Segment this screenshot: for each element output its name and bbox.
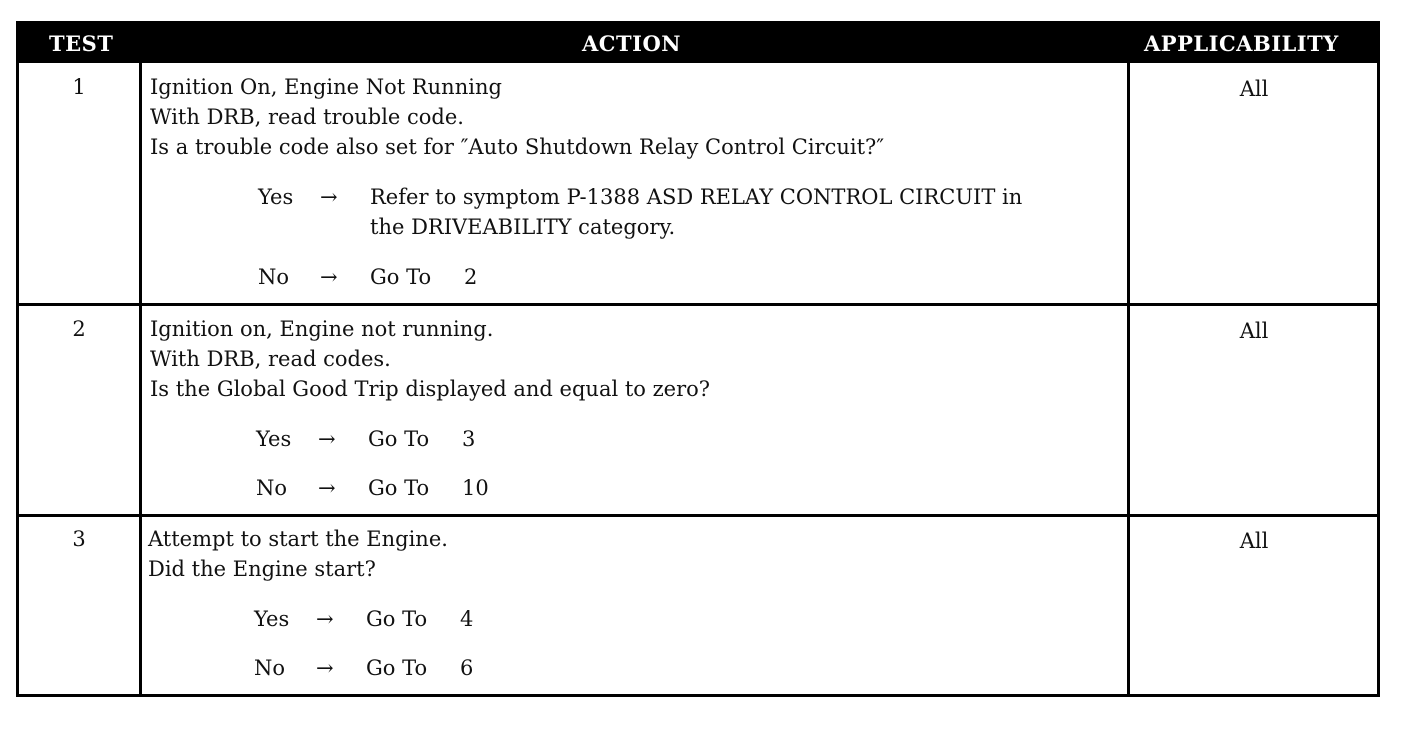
yes-label: Yes <box>254 607 290 631</box>
yes-option: Yes → Refer to symptom P-1388 ASD RELAY … <box>258 182 1138 242</box>
no-label: No <box>254 656 286 680</box>
arrow-icon: → <box>316 607 334 631</box>
test-number: 1 <box>72 75 86 99</box>
action-line: Attempt to start the Engine. <box>148 527 448 551</box>
action-line: Ignition on, Engine not running. <box>150 317 494 341</box>
row-divider-2 <box>19 514 1377 517</box>
table-header: TEST ACTION APPLICABILITY <box>19 24 1377 63</box>
yes-option: Yes → Go To 4 <box>254 604 654 634</box>
action-line: With DRB, read trouble code. <box>150 105 464 129</box>
header-test: TEST <box>49 31 114 56</box>
no-label: No <box>256 476 288 500</box>
action-line: With DRB, read codes. <box>150 347 391 371</box>
goto-number: 4 <box>460 607 474 631</box>
goto-text: Go To <box>368 427 430 451</box>
goto-number: 10 <box>462 476 489 500</box>
goto-number: 2 <box>464 265 478 289</box>
arrow-icon: → <box>320 265 338 289</box>
diagnostic-test-table: TEST ACTION APPLICABILITY 1 Ignition On,… <box>16 21 1380 697</box>
test-number: 2 <box>72 317 86 341</box>
no-label: No <box>258 265 290 289</box>
action-line: Ignition On, Engine Not Running <box>150 75 502 99</box>
yes-result-line: the DRIVEABILITY category. <box>370 215 676 239</box>
yes-option: Yes → Go To 3 <box>256 424 656 454</box>
header-applicability: APPLICABILITY <box>1144 31 1339 56</box>
applicability-value: All <box>1239 529 1269 553</box>
yes-label: Yes <box>258 185 294 209</box>
no-option: No → Go To 10 <box>256 473 656 503</box>
goto-text: Go To <box>366 607 428 631</box>
goto-text: Go To <box>368 476 430 500</box>
yes-result-line: Refer to symptom P-1388 ASD RELAY CONTRO… <box>370 185 1023 209</box>
goto-number: 6 <box>460 656 474 680</box>
goto-text: Go To <box>366 656 428 680</box>
arrow-icon: → <box>318 427 336 451</box>
applicability-value: All <box>1239 77 1269 101</box>
test-number: 3 <box>72 527 86 551</box>
goto-number: 3 <box>462 427 476 451</box>
column-divider-test <box>139 63 142 694</box>
header-action: ACTION <box>582 31 681 56</box>
goto-text: Go To <box>370 265 432 289</box>
row-divider-1 <box>19 303 1377 306</box>
arrow-icon: → <box>318 476 336 500</box>
arrow-icon: → <box>320 185 338 209</box>
no-option: No → Go To 2 <box>258 262 658 292</box>
arrow-icon: → <box>316 656 334 680</box>
action-line: Did the Engine start? <box>148 557 376 581</box>
no-option: No → Go To 6 <box>254 653 654 683</box>
yes-label: Yes <box>256 427 292 451</box>
action-line: Is the Global Good Trip displayed and eq… <box>150 377 711 401</box>
action-line: Is a trouble code also set for ″Auto Shu… <box>150 135 885 159</box>
column-divider-applicability <box>1127 63 1130 694</box>
applicability-value: All <box>1239 319 1269 343</box>
